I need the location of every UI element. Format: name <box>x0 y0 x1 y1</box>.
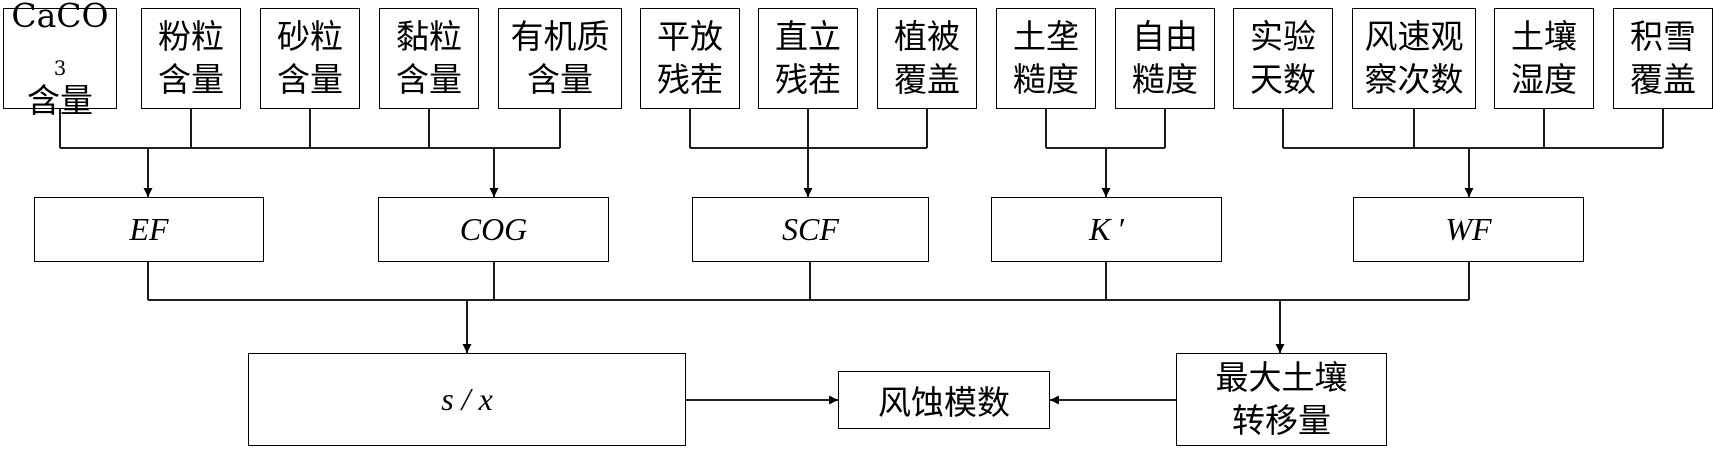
max-soil-transport-label-line2: 转移量 <box>1232 400 1331 440</box>
input-sand: 砂粒 含量 <box>260 8 360 109</box>
factor-scf-label: SCF <box>782 211 839 247</box>
input-snow-cover-label-line2: 覆盖 <box>1630 59 1696 99</box>
input-clay-label-line2: 含量 <box>396 59 462 99</box>
input-caco3-subscript: 3 <box>53 57 67 81</box>
input-flat-residue: 平放 残茬 <box>640 8 740 109</box>
input-wind-observations-label-line2: 察次数 <box>1364 59 1464 99</box>
input-sand-label-line2: 含量 <box>277 59 343 99</box>
input-vegetation-cover: 植被 覆盖 <box>877 8 977 109</box>
factor-scf: SCF <box>692 197 929 262</box>
input-organic-matter: 有机质 含量 <box>498 8 622 109</box>
input-ridge-roughness-label-line1: 土垄 <box>1013 17 1079 57</box>
input-silt-label-line2: 含量 <box>158 59 224 99</box>
factor-wf: WF <box>1353 197 1584 262</box>
input-flat-residue-label-line2: 残茬 <box>657 59 723 99</box>
input-soil-moisture: 土壤 湿度 <box>1494 8 1594 109</box>
max-soil-transport-box: 最大土壤 转移量 <box>1176 353 1387 446</box>
input-experiment-days-label-line2: 天数 <box>1250 59 1316 99</box>
input-wind-observations: 风速观 察次数 <box>1352 8 1476 109</box>
factor-k-prime: K ′ <box>991 197 1222 262</box>
input-experiment-days: 实验 天数 <box>1233 8 1333 109</box>
input-ridge-roughness-label-line2: 糙度 <box>1013 59 1079 99</box>
input-snow-cover-label-line1: 积雪 <box>1630 17 1696 57</box>
input-silt: 粉粒 含量 <box>141 8 241 109</box>
input-soil-moisture-label-line1: 土壤 <box>1511 17 1577 57</box>
input-wind-observations-label-line1: 风速观 <box>1364 17 1464 57</box>
input-caco3-label: CaCO <box>11 0 109 36</box>
input-silt-label-line1: 粉粒 <box>158 17 224 57</box>
input-random-roughness-label-line1: 自由 <box>1132 17 1198 57</box>
factor-wf-label: WF <box>1445 211 1492 247</box>
input-organic-matter-label-line1: 有机质 <box>510 17 610 57</box>
erosion-modulus-label: 风蚀模数 <box>878 383 1010 422</box>
input-snow-cover: 积雪 覆盖 <box>1613 8 1713 109</box>
input-ridge-roughness: 土垄 糙度 <box>996 8 1096 109</box>
input-caco3-label-line2: 含量 <box>27 80 93 120</box>
input-vegetation-cover-label-line1: 植被 <box>894 17 960 57</box>
input-vegetation-cover-label-line2: 覆盖 <box>894 59 960 99</box>
input-standing-residue: 直立 残茬 <box>758 8 858 109</box>
input-clay-label-line1: 黏粒 <box>396 17 462 57</box>
s-over-x-label: s / x <box>441 381 493 417</box>
input-clay: 黏粒 含量 <box>379 8 479 109</box>
input-standing-residue-label-line1: 直立 <box>775 17 841 57</box>
input-soil-moisture-label-line2: 湿度 <box>1511 59 1577 99</box>
factor-cog: COG <box>378 197 609 262</box>
input-random-roughness-label-line2: 糙度 <box>1132 59 1198 99</box>
erosion-modulus-box: 风蚀模数 <box>838 371 1050 429</box>
s-over-x-box: s / x <box>248 353 686 446</box>
input-experiment-days-label-line1: 实验 <box>1250 17 1316 57</box>
factor-cog-label: COG <box>459 211 528 247</box>
factor-k-prime-label: K ′ <box>1089 211 1124 247</box>
input-organic-matter-label-line2: 含量 <box>527 59 593 99</box>
input-caco3: CaCO 3 含量 <box>3 0 117 120</box>
input-standing-residue-label-line2: 残茬 <box>775 59 841 99</box>
input-sand-label-line1: 砂粒 <box>277 17 343 57</box>
factor-ef: EF <box>34 197 264 262</box>
max-soil-transport-label-line1: 最大土壤 <box>1215 357 1348 397</box>
factor-ef-label: EF <box>129 211 169 247</box>
input-flat-residue-label-line1: 平放 <box>657 17 723 57</box>
input-random-roughness: 自由 糙度 <box>1115 8 1215 109</box>
